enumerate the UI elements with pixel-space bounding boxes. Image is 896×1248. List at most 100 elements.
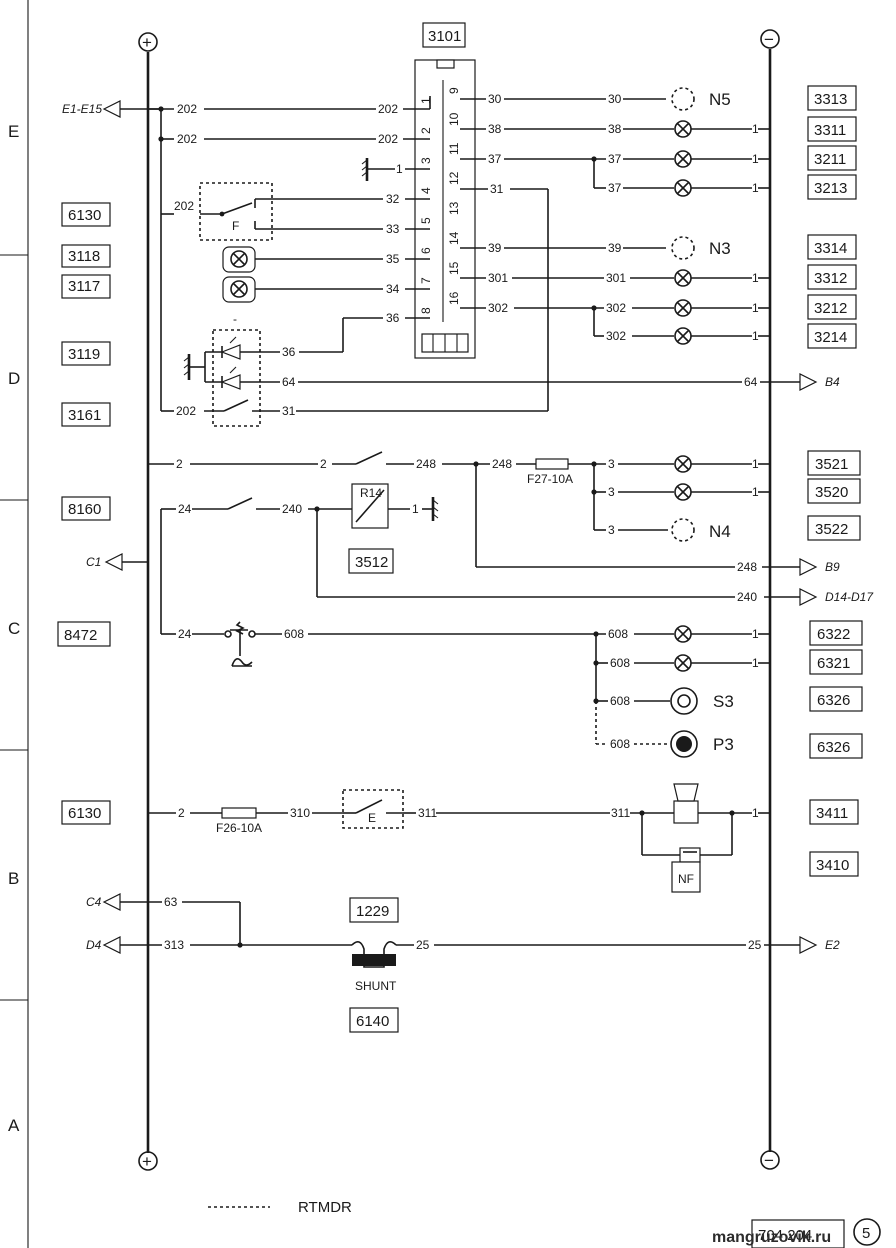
wire-1-3212: 1 (752, 301, 759, 315)
wire-202-switch: 202 (176, 404, 196, 418)
wire-202-pin2: 202 202 (158, 132, 430, 146)
left-reference-boxes: 6130 3118 3117 3119 3161 8160 8472 6130 (57, 202, 111, 825)
wire-36-b: 36 (386, 311, 400, 325)
wire-608-d: 608 (610, 694, 630, 708)
ref-3118: 3118 (68, 248, 100, 265)
wire-25-a: 25 (416, 938, 430, 952)
wire-1-3312: 1 (752, 271, 759, 285)
lamp-n4-label: N4 (709, 522, 731, 541)
switch-e-label: E (368, 811, 376, 825)
ref-8160: 8160 (68, 501, 101, 518)
zone-label-b: B (8, 869, 19, 888)
wire-37-b: 37 (608, 152, 622, 166)
ref-8472: 8472 (64, 627, 97, 644)
lamp-302-circuit: 302 302 302 1 1 (460, 299, 770, 345)
shunt-label: SHUNT (355, 979, 397, 993)
ref-3312: 3312 (814, 270, 847, 287)
pin-3-label: 3 (419, 157, 433, 164)
wire-38-b: 38 (608, 122, 622, 136)
ref-6130-top: 6130 (68, 207, 101, 224)
offsheet-b4: B4 (825, 375, 840, 389)
wire-32: 32 (386, 192, 400, 206)
offsheet-e2: E2 (825, 938, 840, 952)
offsheet-c4: C4 (86, 895, 102, 909)
wire-202-c: 202 (177, 132, 197, 146)
pin-4-label: 4 (419, 187, 433, 194)
ref-6322: 6322 (817, 626, 850, 643)
wire-202-e1e15: E1-E15 202 202 (62, 96, 431, 118)
switch-3161: 202 31 31 (161, 182, 549, 418)
wire-240-b: 240 (737, 590, 757, 604)
wire-1-6321: 1 (752, 656, 759, 670)
wire-2-a: 2 (176, 457, 183, 471)
ref-3212: 3212 (814, 300, 847, 317)
wire-30-b: 30 (608, 92, 622, 106)
wire-302-a: 302 (488, 301, 508, 315)
wire-310: 310 (290, 806, 310, 820)
zone-label-d: D (8, 369, 20, 388)
ref-3520: 3520 (815, 484, 848, 501)
ref-6140: 6140 (356, 1013, 389, 1030)
ref-6326-b: 6326 (817, 739, 850, 756)
wire-1-3411: 1 (752, 806, 759, 820)
ref-3161: 3161 (68, 407, 101, 424)
wire-2-b: 2 (320, 457, 327, 471)
wire-202-switch-f: 202 (174, 199, 194, 213)
wire-31-b: 31 (490, 182, 504, 196)
relay-r14-label: R14 (360, 486, 382, 500)
pin-8-label: 8 (419, 307, 433, 314)
ref-3119: 3119 (68, 346, 100, 363)
ref-3522: 3522 (815, 521, 848, 538)
pin-11-label: 11 (447, 142, 461, 155)
wire-1-3520: 1 (752, 485, 759, 499)
wire-311-b: 311 (611, 806, 630, 820)
switch-s3-label: S3 (713, 692, 734, 711)
minus-sign-bottom: − (764, 1151, 774, 1170)
ref-6326-a: 6326 (817, 692, 850, 709)
ref-6321: 6321 (817, 655, 850, 672)
wire-24-b: 24 (178, 627, 192, 641)
wire-2-horn: 2 (178, 806, 185, 820)
wire-25-b: 25 (748, 938, 762, 952)
lamp-n3-circuit: 39 39 N3 (460, 236, 731, 260)
wire-608-a: 608 (284, 627, 304, 641)
wire-248-b: 248 (492, 457, 512, 471)
plus-sign-top: + (142, 33, 152, 52)
fuse-f27-label: F27-10A (527, 472, 573, 486)
lamp-n5-circuit: 30 30 N5 (460, 87, 731, 111)
relay-r14-circuit: 3512 R14 24 240 1 240 D14-D17 (160, 483, 874, 634)
zone-label-c: C (8, 619, 20, 638)
pin-14-label: 14 (447, 231, 461, 245)
offsheet-e1e15: E1-E15 (62, 102, 102, 116)
pressure-switch-circuit: 24 608 (161, 621, 606, 744)
ref-3214: 3214 (814, 329, 847, 346)
wire-24-a: 24 (178, 502, 192, 516)
watermark-text: mangruzovik.ru (712, 1229, 831, 1246)
diode-module-minus: - (233, 312, 237, 326)
wire-608-c: 608 (610, 656, 630, 670)
fuse-f26-label: F26-10A (216, 821, 262, 835)
switch-f: 202 F 32 33 (161, 182, 430, 241)
wire-31-a: 31 (282, 404, 296, 418)
wire-1-3311: 1 (752, 122, 759, 136)
wire-313: 313 (164, 938, 184, 952)
diode-module: - 36 36 64 64 B4 (183, 311, 840, 427)
pin-15-label: 15 (447, 261, 461, 275)
page-number: 5 (862, 1225, 870, 1242)
wire-202-d: 202 (378, 132, 398, 146)
shunt-circuit: 1229 6140 C4 D4 63 313 25 25 E2 SHUNT (86, 893, 840, 1033)
wire-608-b: 608 (608, 627, 628, 641)
wire-64-b: 64 (744, 375, 758, 389)
ref-3117: 3117 (68, 278, 100, 295)
lamp-n5-label: N5 (709, 90, 731, 109)
ref-3211: 3211 (814, 151, 846, 168)
positive-bus: + + (138, 32, 158, 1171)
offsheet-d14d17: D14-D17 (825, 590, 874, 604)
ref-3313: 3313 (814, 91, 847, 108)
offsheet-c1: C1 (86, 555, 101, 569)
wire-37-c: 37 (608, 181, 622, 195)
lamp-37-circuit: 37 37 37 1 1 (460, 150, 770, 197)
wire-3-b: 3 (608, 485, 615, 499)
buzzer-nf-label: NF (678, 872, 694, 886)
pin-7-label: 7 (419, 277, 433, 284)
